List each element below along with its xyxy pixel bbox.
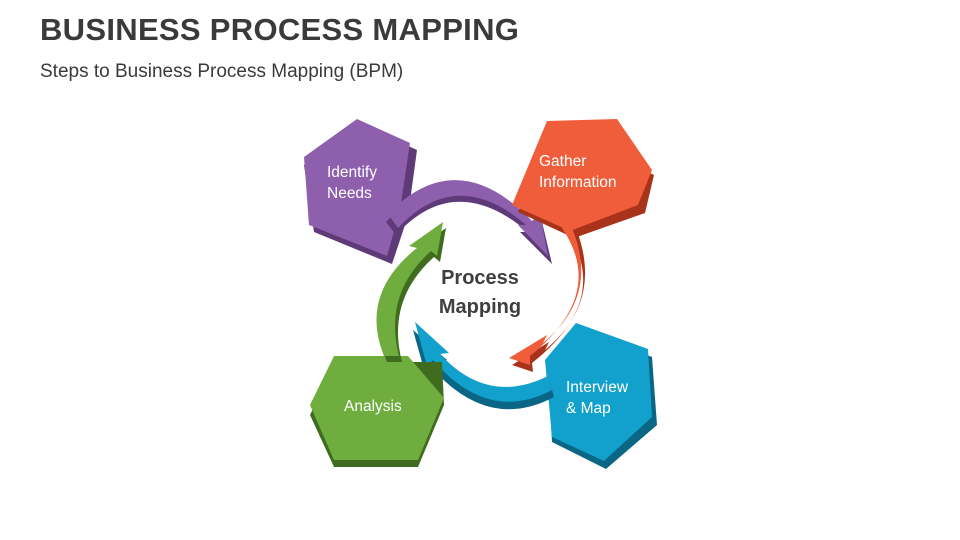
identify-needs-label-line-2: Needs: [327, 185, 372, 202]
interview-map-label: Interview & Map: [566, 377, 628, 419]
identify-needs-hexagon: [304, 119, 410, 256]
interview-map-hexagon: [545, 323, 652, 461]
center-label-line-1: Process: [441, 267, 519, 289]
analysis-label-line-1: Analysis: [344, 398, 402, 415]
analysis-hexagon: [310, 356, 444, 460]
page-title: BUSINESS PROCESS MAPPING: [40, 12, 520, 47]
gather-information-arrow: [509, 228, 582, 365]
interview-map-arrow: [415, 322, 552, 402]
gather-information-hexagon: [512, 119, 652, 231]
identify-needs-label-line-1: Identify: [327, 164, 377, 181]
gather-information-label: Gather Information: [539, 151, 617, 193]
page-subtitle: Steps to Business Process Mapping (BPM): [40, 61, 404, 82]
identify-needs-arrow: [388, 180, 548, 256]
step-gather-information: [509, 119, 654, 372]
gather-information-label-line-1: Gather: [539, 153, 587, 170]
identify-needs-label: Identify Needs: [327, 162, 377, 204]
identify-needs-arrow-shadow: [386, 187, 552, 264]
center-label: Process Mapping: [420, 264, 540, 322]
interview-map-label-line-1: Interview: [566, 379, 629, 396]
step-identify-needs: [304, 119, 552, 264]
analysis-label: Analysis: [344, 396, 402, 417]
interview-map-label-line-2: & Map: [566, 400, 611, 417]
analysis-arrow-shadow: [379, 228, 446, 362]
analysis-arrow: [376, 222, 443, 356]
gather-information-label-line-2: Information: [539, 174, 617, 191]
step-analysis: [310, 222, 446, 467]
center-label-line-2: Mapping: [438, 296, 522, 318]
